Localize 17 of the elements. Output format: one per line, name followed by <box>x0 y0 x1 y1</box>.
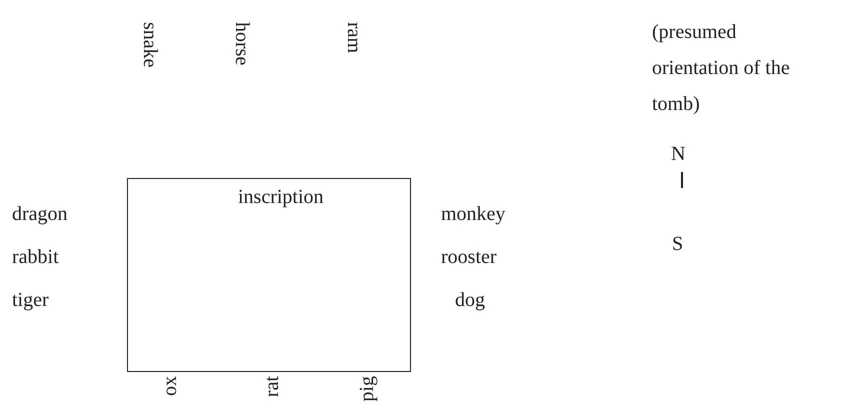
rotated-label: rat <box>262 376 282 398</box>
box-label: inscription <box>238 187 324 207</box>
label-text: rooster <box>441 247 497 267</box>
rotated-label: ram <box>344 22 364 54</box>
note-text: (presumed orientation of the tomb) <box>652 20 791 117</box>
label-text: tiger <box>12 290 49 310</box>
label-text: monkey <box>441 204 506 224</box>
label-text: dog <box>455 290 485 310</box>
rotated-label: pig <box>357 376 377 402</box>
rotated-label: horse <box>232 22 252 66</box>
inscription-box <box>127 178 411 372</box>
label-text: S <box>672 234 684 254</box>
label-text: N <box>671 144 686 164</box>
label-text: rabbit <box>12 247 59 267</box>
rotated-label: snake <box>140 22 160 68</box>
rotated-label: ox <box>160 376 180 396</box>
label-text: dragon <box>12 204 68 224</box>
